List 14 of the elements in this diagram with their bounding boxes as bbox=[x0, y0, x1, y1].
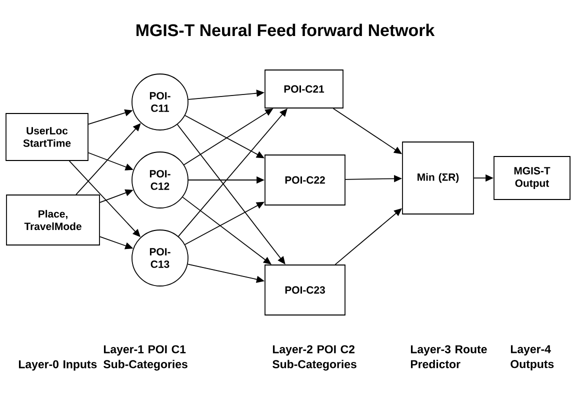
title: MGIS-T Neural Feed forward Network bbox=[136, 24, 435, 36]
layer-label: Layer-4 Outputs bbox=[510, 345, 554, 370]
arrow bbox=[76, 123, 141, 195]
layer-box: POI-C22 bbox=[264, 154, 346, 206]
layer-box: POI-C23 bbox=[264, 264, 346, 316]
layer-box: UserLoc StartTime bbox=[6, 113, 88, 161]
layer-label: Layer-0 Inputs bbox=[18, 360, 97, 371]
layer-box: Place, TravelMode bbox=[6, 194, 100, 246]
layer-box: POI-C21 bbox=[264, 70, 344, 108]
layer-label: Layer-3 Route Predictor bbox=[410, 345, 487, 368]
layer-box: MGIS-T Output bbox=[494, 156, 570, 200]
layer-label: Layer-1 POI C1 Sub-Categories bbox=[104, 345, 188, 371]
layer-box: Min (ΣR) bbox=[402, 142, 474, 214]
layer-label: Layer-2 POI C2 Sub-Categories bbox=[272, 345, 356, 371]
